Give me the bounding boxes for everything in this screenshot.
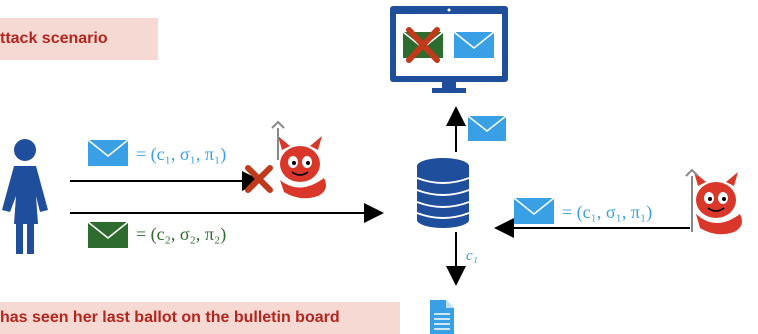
database-icon — [416, 158, 470, 228]
envelope-icon — [87, 221, 129, 248]
ballot-formula-right: = (c₁, σ₁, π₁) — [562, 202, 653, 222]
ballot-formula-bottom: = (c₂, σ₂, π₂) — [136, 224, 227, 244]
scenario-title-banner: ttack scenario — [0, 18, 158, 60]
cross-icon — [245, 165, 273, 193]
envelope-icon — [467, 115, 507, 141]
ballot-formula-top: = (c₁, σ₁, π₁) — [136, 144, 227, 164]
monitor-icon — [390, 6, 508, 93]
c1-label: c₁ — [466, 248, 478, 264]
envelope-icon — [513, 197, 555, 224]
devil-icon — [271, 120, 326, 199]
woman-icon — [2, 139, 48, 254]
bottom-caption-banner: has seen her last ballot on the bulletin… — [0, 302, 400, 334]
bottom-caption: has seen her last ballot on the bulletin… — [0, 309, 340, 326]
scenario-title: ttack scenario — [0, 30, 108, 47]
document-icon — [430, 300, 454, 334]
envelope-icon — [87, 139, 129, 166]
devil-icon — [685, 168, 742, 235]
